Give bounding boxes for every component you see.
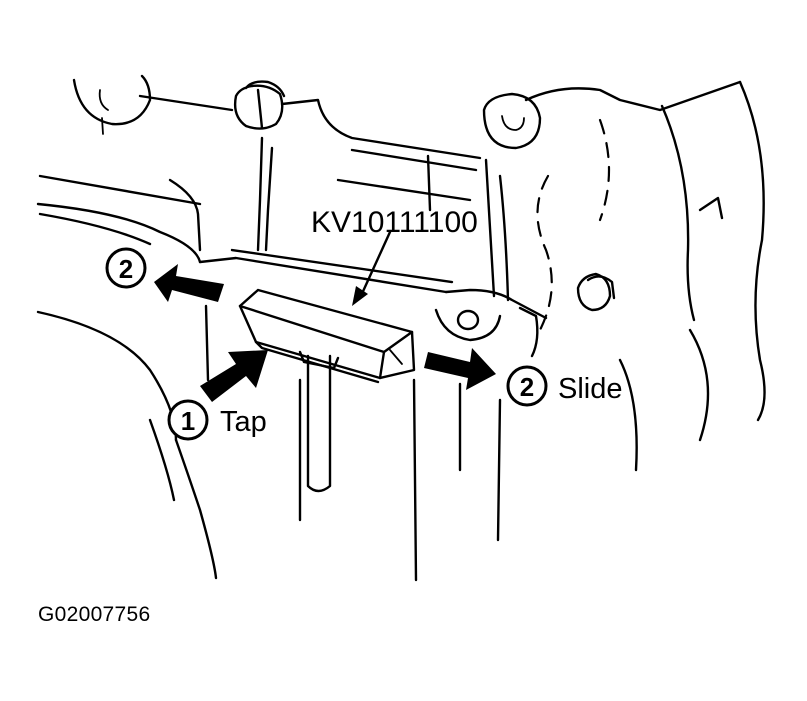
boss-top-right (482, 92, 542, 150)
special-tool (238, 288, 416, 493)
figure-code: G02007756 (38, 603, 151, 626)
bolt-head-top (233, 80, 286, 130)
bolt-head-right (576, 272, 616, 312)
engine-housing-outline (36, 74, 766, 582)
step1-circle (167, 399, 209, 441)
step2-right-callout: 2 Slide (506, 365, 623, 407)
step2-left-callout: 2 (105, 247, 147, 289)
step2-left-circle (105, 247, 147, 289)
step2-left-number: 2 (119, 254, 133, 284)
step1-number: 1 (181, 406, 195, 436)
tool-number-label: KV10111100 (311, 206, 478, 239)
arrow-slide-right (424, 348, 496, 390)
step2-label: Slide (558, 373, 623, 405)
tool-leader (352, 230, 392, 306)
arrow-tap (200, 350, 268, 402)
step2-right-number: 2 (520, 372, 534, 402)
arrow-slide-left (154, 264, 224, 302)
step1-label: Tap (220, 406, 267, 438)
step2-right-circle (506, 365, 548, 407)
step1-callout: 1 Tap (167, 399, 267, 441)
